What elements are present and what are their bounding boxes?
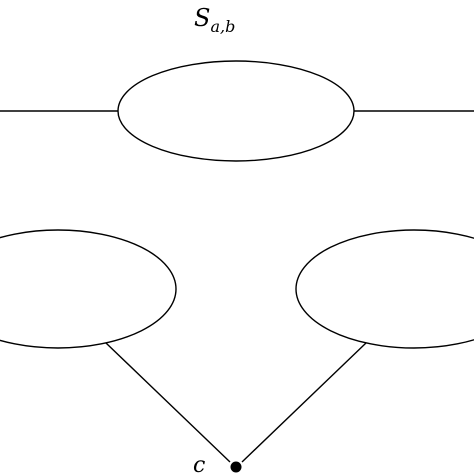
bottom-left-ellipse <box>0 229 177 349</box>
top-set-label-main: S <box>194 4 210 32</box>
bottom-right-set-group <box>241 229 474 463</box>
top-ellipse <box>117 60 355 162</box>
bottom-right-ellipse <box>295 229 474 349</box>
point-c-dot <box>230 461 242 473</box>
bottom-left-set-group <box>0 229 231 463</box>
top-set-label-subscript: a,b <box>210 17 235 36</box>
top-set-group: Sa,b <box>0 4 474 162</box>
point-c-group: c <box>193 453 242 474</box>
top-set-label: Sa,b <box>194 4 235 36</box>
bottom-left-edge-to-point <box>105 342 231 463</box>
point-c-label: c <box>193 453 205 474</box>
bottom-right-edge-to-point <box>241 342 367 463</box>
